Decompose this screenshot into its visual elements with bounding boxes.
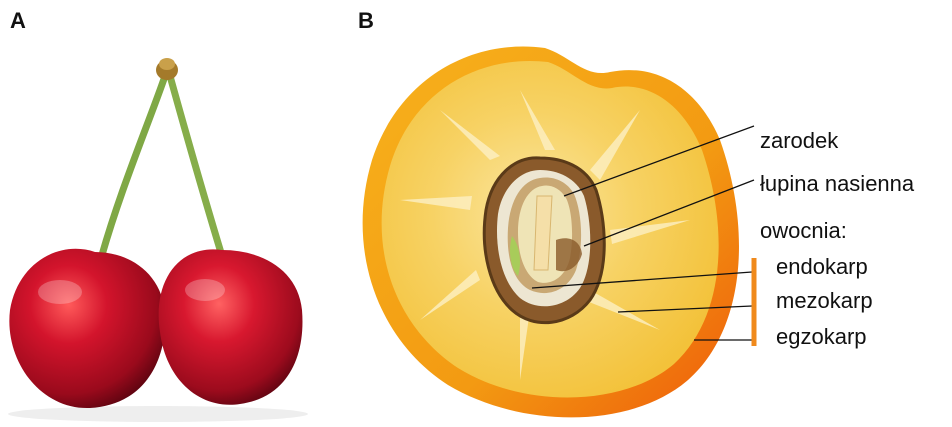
- cherry-right: [159, 249, 303, 404]
- label-zarodek: zarodek: [760, 128, 838, 154]
- panel-label-b: B: [358, 8, 374, 34]
- label-egzokarp: egzokarp: [776, 324, 867, 350]
- label-owocnia: owocnia:: [760, 218, 847, 244]
- cherry-pair: [8, 58, 308, 422]
- panel-label-a: A: [10, 8, 26, 34]
- fruit-cross-section: [363, 47, 739, 418]
- cherry-shadow: [8, 406, 308, 422]
- label-mezokarp: mezokarp: [776, 288, 873, 314]
- label-endokarp: endokarp: [776, 254, 868, 280]
- stem-left: [100, 76, 165, 262]
- cherry-left: [9, 249, 165, 408]
- label-lupina-nasienna: łupina nasienna: [760, 171, 914, 197]
- stem-right: [170, 76, 222, 256]
